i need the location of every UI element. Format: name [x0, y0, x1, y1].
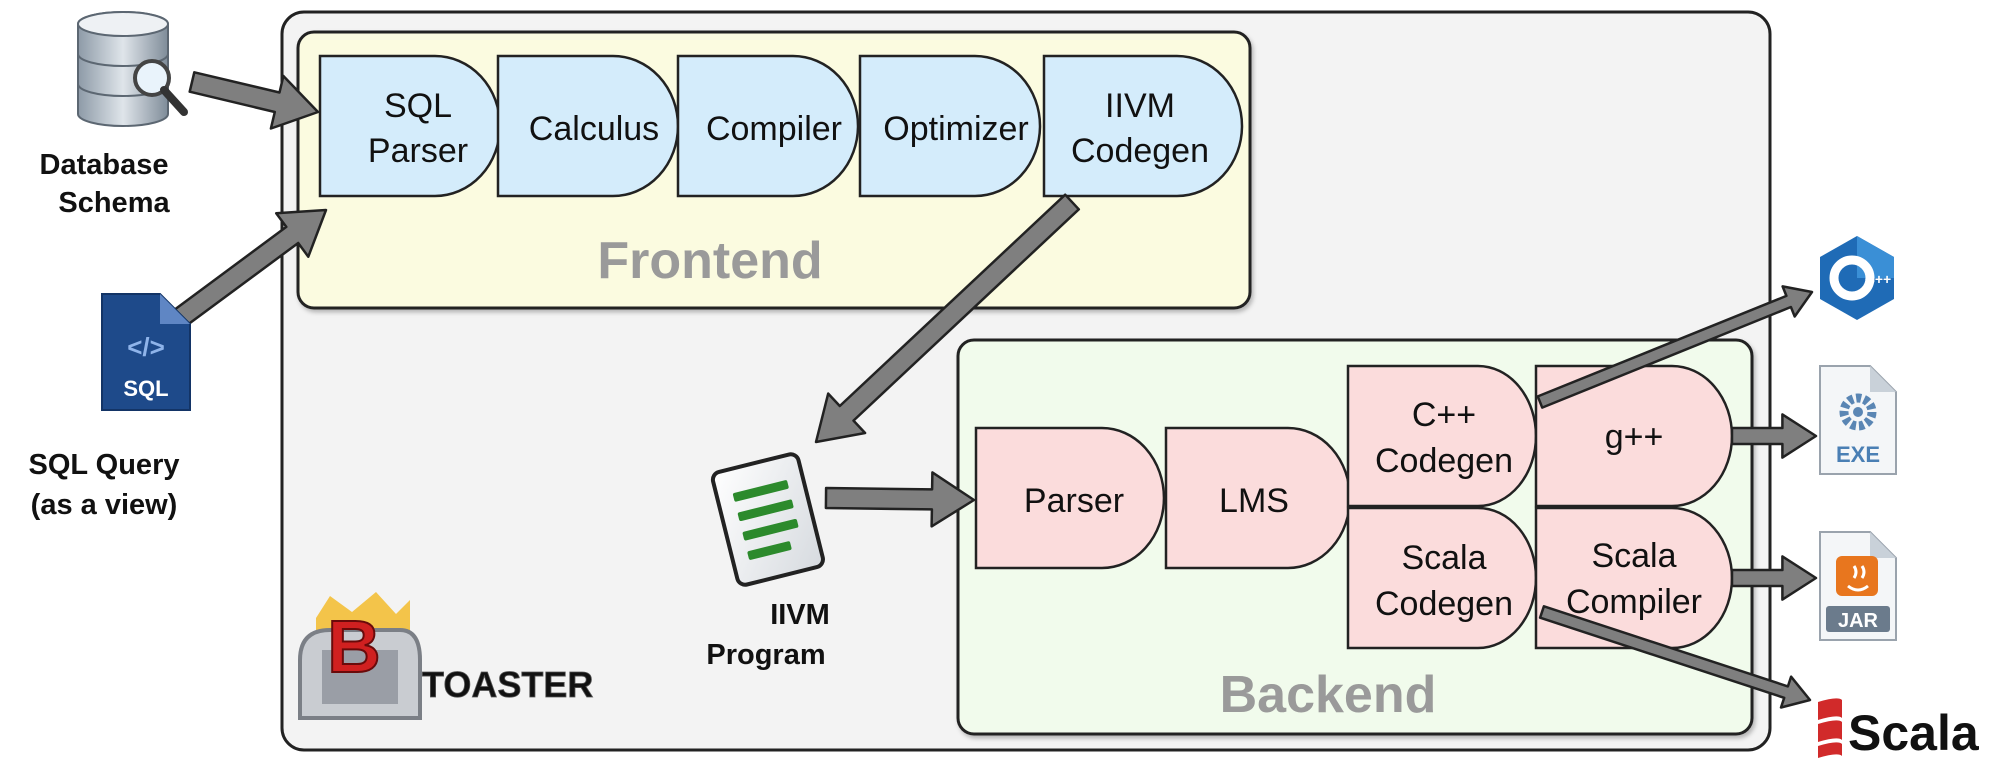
- backend-stage-cpp-codegen: C++ Codegen: [1346, 364, 1538, 508]
- gpp-label: g++: [1605, 418, 1664, 456]
- toaster-logo-letter: B: [327, 605, 380, 688]
- cpp-logo: C++: [1820, 236, 1894, 320]
- frontend-title: Frontend: [597, 232, 822, 290]
- arrow-codegen-to-program: [814, 193, 1081, 444]
- scala-codegen-line2: Codegen: [1375, 585, 1513, 623]
- backend-stage-scala-codegen: Scala Codegen: [1346, 506, 1538, 650]
- scala-text: Scala: [1848, 705, 1980, 761]
- sql-parser-line2: Parser: [368, 132, 468, 170]
- arrow-program-to-backend: [824, 471, 976, 528]
- arrow-query-to-parser: [172, 208, 328, 328]
- schema-label-line1: Database: [40, 149, 169, 181]
- frontend-stage-sql-parser: SQL Parser: [318, 54, 502, 198]
- jar-file-icon: JAR: [1819, 531, 1897, 641]
- jar-text: JAR: [1838, 610, 1879, 632]
- toaster-logo-text: TOASTER: [422, 664, 593, 705]
- scala-codegen-line1: Scala: [1401, 539, 1486, 577]
- frontend-stage-calculus: Calculus: [496, 54, 680, 198]
- backend-title: Backend: [1220, 666, 1437, 724]
- iivm-program-icon: [710, 452, 825, 587]
- cpp-codegen-line2: Codegen: [1375, 442, 1513, 480]
- frontend-stage-compiler: Compiler: [676, 54, 860, 198]
- flow-arrows: [172, 71, 1818, 709]
- scala-logo: Scala: [1818, 698, 1980, 761]
- sql-file-icon: </> SQL: [101, 293, 191, 411]
- schema-label-line2: Schema: [58, 187, 170, 219]
- query-label-line2: (as a view): [31, 489, 178, 521]
- exe-text: EXE: [1836, 442, 1880, 467]
- sql-icon-text: SQL: [123, 376, 168, 401]
- toaster-logo: B TOASTER: [298, 592, 594, 720]
- backend-parser-label: Parser: [1024, 482, 1124, 520]
- query-label-line1: SQL Query: [29, 449, 180, 481]
- cpp-logo-text: C++: [1865, 271, 1891, 287]
- arrow-to-cpp-logo: [1536, 285, 1814, 409]
- exe-file-icon: EXE: [1819, 365, 1897, 475]
- backend-stage-parser: Parser: [974, 426, 1166, 570]
- frontend-stage-iivm-codegen: IIVM Codegen: [1042, 54, 1244, 198]
- iivm-codegen-line1: IIVM: [1105, 87, 1175, 125]
- compiler-label: Compiler: [706, 110, 842, 148]
- database-icon: [77, 11, 188, 127]
- program-label-line1: IIVM: [770, 599, 830, 631]
- lms-label: LMS: [1219, 482, 1289, 520]
- iivm-codegen-line2: Codegen: [1071, 132, 1209, 170]
- backend-stage-gpp: g++: [1534, 364, 1734, 508]
- cpp-codegen-line1: C++: [1412, 396, 1476, 434]
- sql-icon-glyph: </>: [127, 332, 165, 362]
- optimizer-label: Optimizer: [883, 110, 1028, 148]
- frontend-stage-optimizer: Optimizer: [858, 54, 1042, 198]
- backend-stage-lms: LMS: [1164, 426, 1352, 570]
- arrow-to-scala-logo: [1538, 605, 1812, 709]
- sql-parser-line1: SQL: [384, 87, 452, 125]
- arrow-gpp-to-exe: [1730, 413, 1818, 459]
- scala-compiler-line2: Compiler: [1566, 583, 1702, 621]
- arrow-compiler-to-jar: [1730, 555, 1818, 601]
- calculus-label: Calculus: [529, 110, 659, 148]
- program-label-line2: Program: [706, 639, 825, 671]
- scala-compiler-line1: Scala: [1591, 537, 1676, 575]
- arrow-schema-to-parser: [188, 71, 320, 130]
